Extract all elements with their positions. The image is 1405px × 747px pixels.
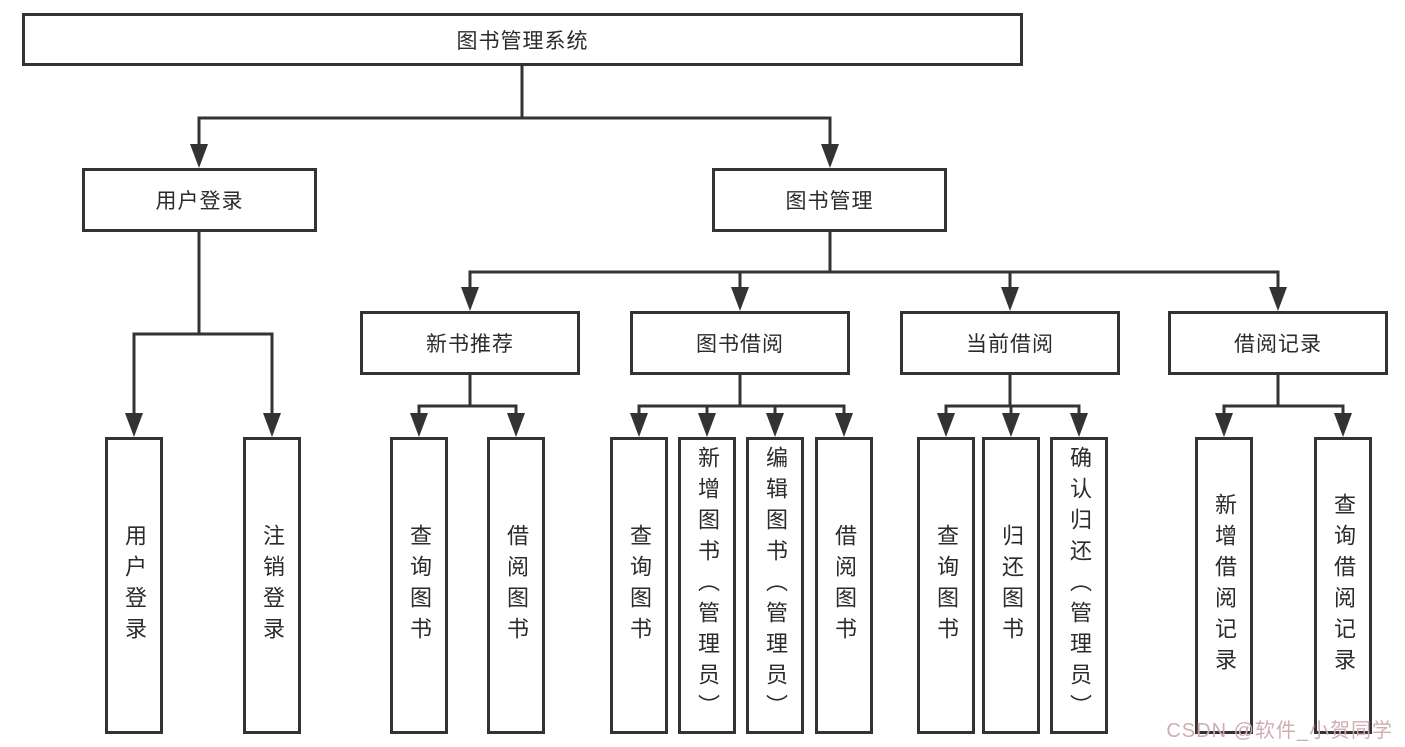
leaf-borrow-books-borrowing: 借阅图书: [815, 437, 873, 734]
leaf-query-borrow-record: 查询借阅记录: [1314, 437, 1372, 734]
node-current-borrowing: 当前借阅: [900, 311, 1120, 375]
leaf-return-books: 归还图书: [982, 437, 1040, 734]
node-book-management: 图书管理: [712, 168, 947, 232]
node-library-management-system: 图书管理系统: [22, 13, 1023, 66]
leaf-add-borrow-record: 新增借阅记录: [1195, 437, 1253, 734]
node-user-login: 用户登录: [82, 168, 317, 232]
leaf-user-login: 用户登录: [105, 437, 163, 734]
leaf-logout: 注销登录: [243, 437, 301, 734]
leaf-edit-books-admin: 编辑图书（管理员）: [746, 437, 804, 734]
leaf-query-books-current: 查询图书: [917, 437, 975, 734]
leaf-query-books-borrowing: 查询图书: [610, 437, 668, 734]
leaf-borrow-books-recommend: 借阅图书: [487, 437, 545, 734]
leaf-add-books-admin: 新增图书（管理员）: [678, 437, 736, 734]
leaf-confirm-return-admin: 确认归还（管理员）: [1050, 437, 1108, 734]
node-borrowing-records: 借阅记录: [1168, 311, 1388, 375]
csdn-watermark: CSDN @软件_小贺同学: [1166, 720, 1393, 742]
node-new-book-recommendation: 新书推荐: [360, 311, 580, 375]
node-book-borrowing: 图书借阅: [630, 311, 850, 375]
leaf-query-books-recommend: 查询图书: [390, 437, 448, 734]
